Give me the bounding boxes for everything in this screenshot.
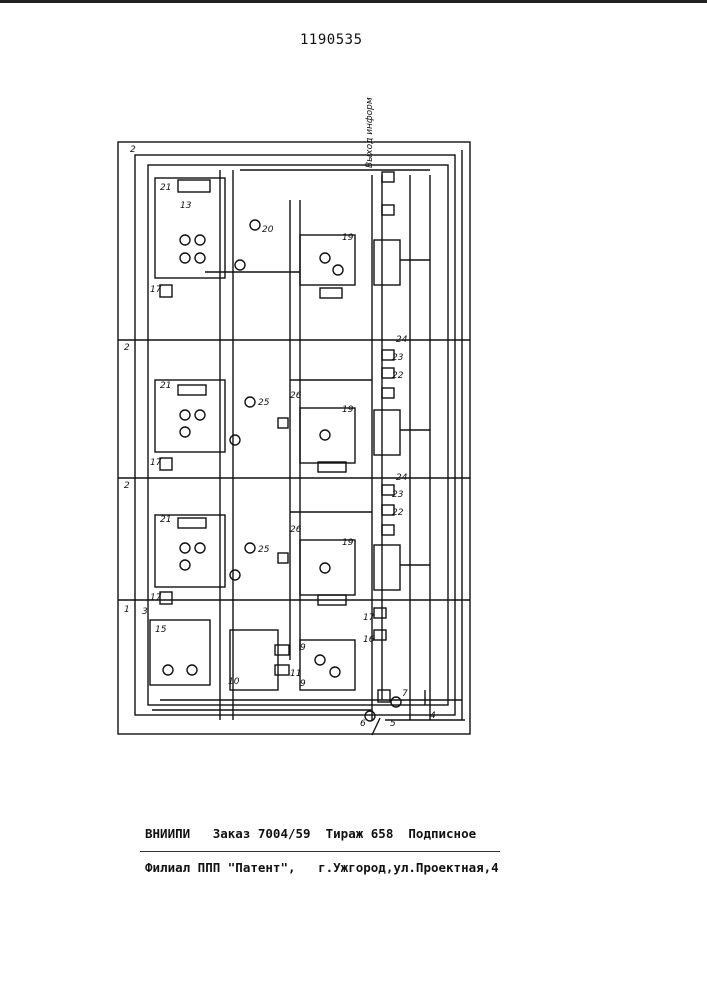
- block-label: 17: [150, 285, 162, 295]
- outer-frame: [118, 142, 470, 734]
- imprint-line-1: ВНИИПИ Заказ 7004/59 Тираж 658 Подписное: [145, 826, 565, 841]
- block-label: 19: [342, 233, 354, 243]
- block-label: 26: [290, 525, 302, 535]
- block-label: 7: [402, 689, 408, 699]
- block-label: 25: [258, 545, 270, 555]
- block-label: 9: [300, 643, 306, 653]
- block-label: 21: [160, 183, 171, 193]
- stage-label: 1: [124, 605, 130, 615]
- block-label: 24: [396, 335, 408, 345]
- block-21-top: [155, 178, 225, 278]
- block-label: 24: [396, 473, 408, 483]
- block-label: 15: [155, 625, 167, 635]
- block-label: 21: [160, 381, 171, 391]
- block-label: 4: [430, 711, 436, 721]
- block-label: 23: [392, 490, 404, 500]
- block-label: 22: [392, 371, 404, 381]
- block-label: 13: [180, 201, 192, 211]
- stage-label: 2: [124, 343, 130, 353]
- block-label: 20: [262, 225, 274, 235]
- block-label: 19: [342, 405, 354, 415]
- block-label: 17: [363, 613, 375, 623]
- block-label: 5: [390, 719, 396, 729]
- block-label: 17: [150, 593, 162, 603]
- stage-label: 3: [142, 607, 148, 617]
- output-label: Выход информ: [365, 97, 375, 168]
- block-label: 16: [363, 635, 375, 645]
- block-label: 9: [300, 679, 306, 689]
- block-label: 23: [392, 353, 404, 363]
- stage-label: 2: [130, 145, 136, 155]
- block-label: 21: [160, 515, 171, 525]
- block-label: 25: [258, 398, 270, 408]
- block-13-top: [178, 180, 210, 192]
- block-21-s2: [155, 515, 225, 587]
- block-label: 26: [290, 391, 302, 401]
- block-label: 11: [290, 669, 301, 679]
- block-label: 19: [342, 538, 354, 548]
- imprint-divider: [140, 851, 500, 852]
- block-label: 22: [392, 508, 404, 518]
- stage-label: 2: [124, 481, 130, 491]
- block-label: 17: [150, 458, 162, 468]
- imprint-line-2: Филиал ППП "Патент", г.Ужгород,ул.Проект…: [145, 860, 565, 875]
- block-label: 10: [228, 677, 240, 687]
- core-frame: [148, 165, 448, 705]
- block-label: 6: [360, 719, 366, 729]
- block-17-top: [160, 285, 172, 297]
- inner-frame: [135, 155, 455, 715]
